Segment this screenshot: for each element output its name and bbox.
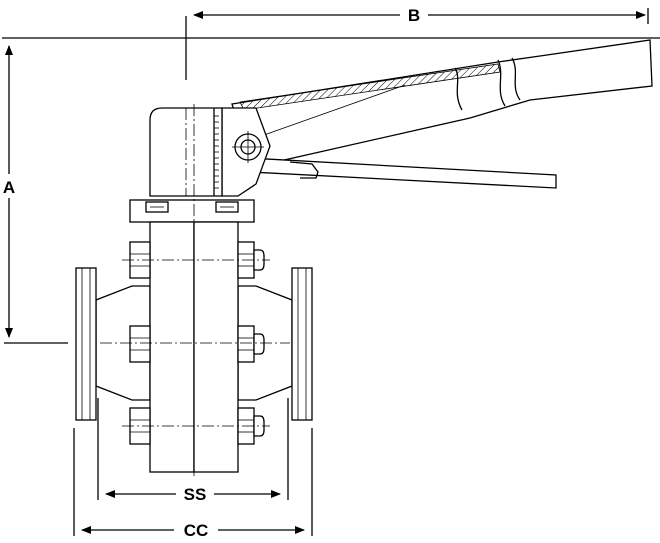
lock-lever-spring — [289, 161, 319, 179]
dimension-cc: CC — [73, 428, 313, 540]
bolt-nut-right-mid — [237, 325, 255, 363]
lever-handle — [221, 39, 653, 197]
dimension-ss-label: SS — [184, 485, 207, 504]
handle-break-3 — [511, 57, 521, 101]
indicator-ticks — [214, 115, 219, 189]
dimension-cc-label: CC — [184, 521, 209, 540]
bolt-head-left-mid — [129, 325, 151, 363]
dimension-ss: SS — [97, 398, 289, 504]
right-ferrule — [291, 267, 313, 421]
handle-break-2 — [497, 59, 506, 107]
body-half-left — [149, 221, 195, 473]
centerlines — [100, 104, 290, 476]
left-ferrule — [75, 267, 97, 421]
handle-groove — [249, 84, 406, 141]
mounting-plate — [129, 199, 255, 223]
handle-break-1 — [454, 67, 463, 111]
dimension-b: B — [185, 6, 649, 80]
dimension-a: A — [2, 37, 660, 344]
bolt-end-mid — [253, 333, 265, 355]
body-half-right — [193, 221, 239, 473]
dimension-b-label: B — [408, 6, 420, 25]
dimension-a-label: A — [3, 178, 15, 197]
